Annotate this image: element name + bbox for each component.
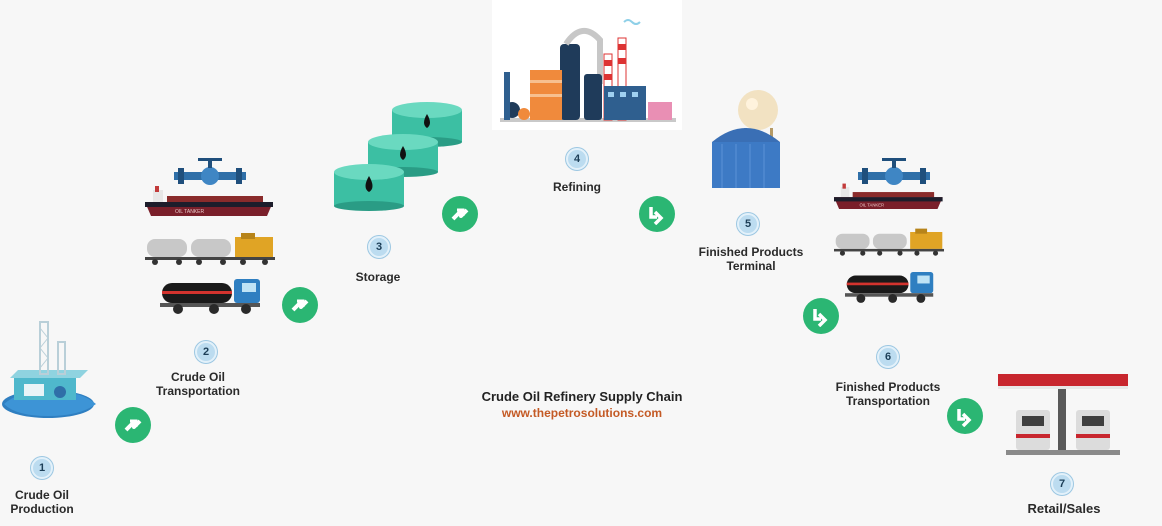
green-arrow-icon: [115, 407, 151, 443]
svg-text:OIL TANKER: OIL TANKER: [175, 209, 204, 215]
tanker-truck-icon: [160, 279, 260, 314]
tanker-ship-icon: OIL TANKER: [145, 186, 273, 216]
step-1-badge: 1: [31, 457, 53, 479]
step-2-label-line1: Crude Oil: [170, 370, 225, 384]
step-1-label: Crude Oil Production: [0, 488, 84, 516]
step-5-badge: 5: [737, 213, 759, 235]
step-4-badge: 4: [566, 148, 588, 170]
storage-tank-icon: [334, 102, 462, 211]
step-2-label-line2: Transportation: [155, 384, 240, 398]
step-6-label: Finished Products Transportation: [826, 380, 950, 408]
step-2-label: Crude Oil Transportation: [150, 370, 246, 398]
step-6-label-line2: Transportation: [845, 394, 930, 408]
step-4-label: Refining: [540, 180, 614, 194]
terminal-tank-icon: [712, 90, 780, 188]
green-arrow-icon: [639, 196, 675, 232]
fuel-station-icon: [998, 374, 1128, 455]
refinery-icon: [500, 19, 676, 122]
step-5-label-line1: Finished Products: [698, 245, 804, 259]
step-7-label: Retail/Sales: [1006, 502, 1122, 516]
step-7-label-line1: Retail/Sales: [1027, 501, 1101, 516]
offshore-platform-icon: [2, 321, 96, 418]
green-arrow-icon: [947, 398, 983, 434]
green-arrow-icon: [442, 196, 478, 232]
diagram-title: Crude Oil Refinery Supply Chain: [481, 389, 683, 404]
green-arrow-icon: [282, 287, 318, 323]
step-2-badge: 2: [195, 341, 217, 363]
rail-tank-car-icon: [834, 228, 944, 256]
step-1-label-line2: Production: [10, 502, 74, 516]
step-3-badge: 3: [368, 236, 390, 258]
rail-tank-car-icon: [145, 233, 275, 265]
step-7-badge: 7: [1051, 473, 1073, 495]
step-4-label-line1: Refining: [553, 180, 601, 194]
step-1-label-line1: Crude Oil: [14, 488, 69, 502]
step-6-badge: 6: [877, 346, 899, 368]
step-3-label-line1: Storage: [355, 270, 401, 284]
step-6-label-line1: Finished Products: [835, 380, 941, 394]
step-5-label: Finished Products Terminal: [690, 245, 812, 273]
pipeline-valve-icon: [174, 158, 246, 185]
pipeline-valve-icon: [858, 158, 930, 185]
svg-text:OIL TANKER: OIL TANKER: [859, 202, 884, 207]
step-5-label-line2: Terminal: [726, 259, 776, 273]
website-link[interactable]: www.thepetrosolutions.com: [501, 406, 663, 420]
tanker-truck-icon: [845, 272, 934, 303]
green-arrow-icon: [803, 298, 839, 334]
tanker-ship-icon: OIL TANKER: [834, 183, 943, 210]
step-3-label: Storage: [340, 270, 416, 284]
